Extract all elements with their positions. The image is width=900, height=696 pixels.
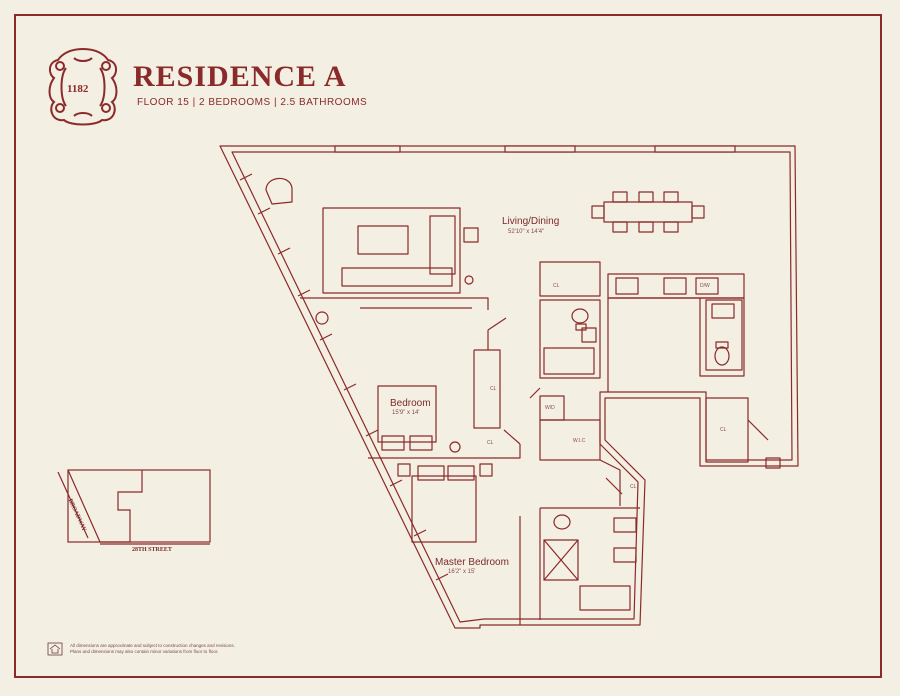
exterior-wall xyxy=(219,145,799,629)
master-bedroom-label: Master Bedroom xyxy=(435,557,509,568)
page-frame xyxy=(14,14,882,678)
wic-label: W.I.C xyxy=(573,438,586,444)
master-bedroom-dims: 16'2" x 15' xyxy=(448,569,476,575)
side-table xyxy=(464,275,474,285)
sofa-chaise xyxy=(429,215,456,275)
exterior-wall-inner xyxy=(231,151,793,623)
master-bathtub xyxy=(579,585,631,611)
dishwasher xyxy=(695,277,719,295)
disclaimer: All dimensions are approximate and subje… xyxy=(70,643,235,654)
page-subtitle: FLOOR 15 | 2 BEDROOMS | 2.5 BATHROOMS xyxy=(137,97,368,108)
living-rug xyxy=(322,207,461,294)
living-dining-label: Living/Dining xyxy=(502,216,560,227)
closet-label: CL xyxy=(490,386,497,392)
28th-street-label: 28TH STREET xyxy=(132,547,172,553)
closet-label: CL xyxy=(630,484,637,490)
master-shower xyxy=(543,539,579,581)
wd-label: W/D xyxy=(545,405,555,411)
living-dining-dims: 52'10" x 14'4" xyxy=(508,229,545,235)
bedroom-thermostat xyxy=(315,311,329,325)
cooktop xyxy=(615,277,639,295)
bedroom-bed xyxy=(377,385,437,443)
page-title: RESIDENCE A xyxy=(133,60,347,93)
closet-label: CL xyxy=(487,440,494,446)
ornate-seal-icon xyxy=(48,47,118,126)
dishwasher-label: D/W xyxy=(700,283,710,289)
kitchen-sink xyxy=(663,277,687,295)
armchair xyxy=(463,227,479,243)
eho-icon xyxy=(47,642,63,656)
closet-label: CL xyxy=(720,427,727,433)
logo-text: 1182 xyxy=(67,83,89,95)
bedroom-dims: 15'9" x 14' xyxy=(392,410,420,416)
bedroom-label: Bedroom xyxy=(390,398,431,409)
sofa xyxy=(341,267,453,287)
closet-label: CL xyxy=(553,283,560,289)
key-plan xyxy=(57,469,211,545)
accent-chair xyxy=(265,177,293,205)
center-bathtub xyxy=(543,347,595,375)
coffee-table xyxy=(357,225,409,255)
dining-table xyxy=(603,201,693,223)
